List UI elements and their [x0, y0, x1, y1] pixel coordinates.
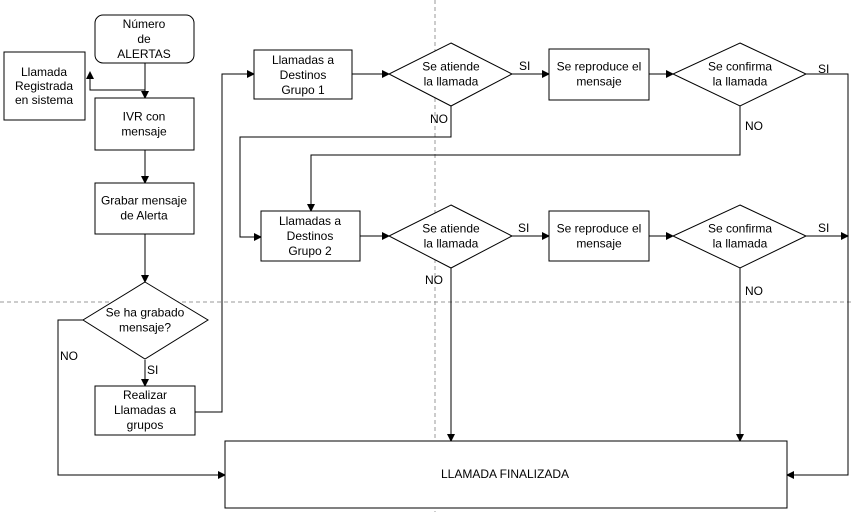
node-label-line: Se atiende [422, 222, 480, 236]
node-label-line: Grabar mensaje [101, 194, 187, 208]
node-label-line: Llamadas a [272, 53, 334, 67]
edge-label-si-atiende2: SI [518, 221, 529, 235]
node-label-line: mensaje [576, 237, 622, 251]
node-label-line: Se confirma [708, 222, 772, 236]
node-label-line: la llamada [424, 237, 479, 251]
edge-label-no-atiende1: NO [430, 112, 448, 126]
edge-label-si-confirma1: SI [818, 62, 829, 76]
node-se-ha-grabado-shape [82, 281, 209, 360]
connectors [57, 63, 849, 479]
edge-grabado-no [57, 319, 226, 479]
node-label-line: grupos [127, 418, 164, 432]
node-reproduce2-shape [548, 210, 650, 262]
node-atiende2-shape [387, 204, 514, 269]
node-label-line: Realizar [123, 388, 167, 402]
node-label-line: de Alerta [120, 209, 168, 223]
node-finalizada-label: LLAMADA FINALIZADA [441, 467, 569, 481]
node-grupo1-shape [253, 49, 353, 100]
node-atiende1-shape [387, 42, 514, 107]
node-label-line: Grupo 1 [281, 83, 325, 97]
node-ivr-shape [94, 97, 195, 151]
edge-label-si-atiende1: SI [519, 59, 530, 73]
edge-label-no-confirma1: NO [745, 119, 763, 133]
node-label-line: Número [123, 17, 166, 31]
node-label-line: de [137, 32, 151, 46]
node-label-line: Registrada [15, 79, 73, 93]
node-label-line: mensaje? [119, 321, 171, 335]
node-label-line: Se ha grabado [106, 306, 185, 320]
node-label-line: Se reproduce el [557, 222, 642, 236]
node-label-line: ALERTAS [117, 47, 171, 61]
node-label-line: la llamada [424, 75, 479, 89]
node-label-line: Llamada [21, 65, 67, 79]
node-confirma2-shape [671, 204, 808, 269]
edge-label-si-confirma2: SI [818, 221, 829, 235]
node-confirma1-shape [671, 42, 808, 107]
node-label-line: Se confirma [708, 60, 772, 74]
node-label-line: la llamada [713, 75, 768, 89]
node-label-line: Grupo 2 [288, 244, 332, 258]
edge-label-no-atiende2: NO [425, 273, 443, 287]
edge-label-no-confirma2: NO [745, 284, 763, 298]
edge-confirma1-si [786, 73, 849, 479]
edge-realizar-to-grupo1 [195, 70, 255, 413]
node-label-line: Destinos [287, 229, 334, 243]
node-numero-alertas-shape [94, 14, 195, 64]
node-reproduce1-shape [548, 48, 650, 101]
node-label-line: mensaje [121, 125, 167, 139]
edge-confirma1-no [307, 106, 741, 212]
node-llamada-registrada-shape [3, 51, 86, 121]
node-label-line: Llamadas a [114, 403, 176, 417]
edge-to-llamada-registrada [86, 71, 145, 91]
node-label-line: Llamadas a [279, 214, 341, 228]
node-label-line: en sistema [15, 93, 73, 107]
edge-label-no-grabado: NO [60, 349, 78, 363]
node-finalizada-shape [224, 440, 788, 509]
node-label-line: mensaje [576, 75, 622, 89]
node-label-line: IVR con [123, 110, 166, 124]
node-label-line: Destinos [280, 68, 327, 82]
node-grupo2-shape [260, 210, 361, 262]
node-grabar-shape [94, 182, 195, 235]
node-realizar-shape [94, 385, 196, 436]
node-label-line: Se reproduce el [557, 60, 642, 74]
node-label-line: Se atiende [422, 60, 480, 74]
edge-label-si-grabado: SI [147, 363, 158, 377]
node-label-line: la llamada [713, 237, 768, 251]
node-label-line: LLAMADA FINALIZADA [441, 467, 569, 481]
edge-atiende1-no [239, 106, 452, 241]
